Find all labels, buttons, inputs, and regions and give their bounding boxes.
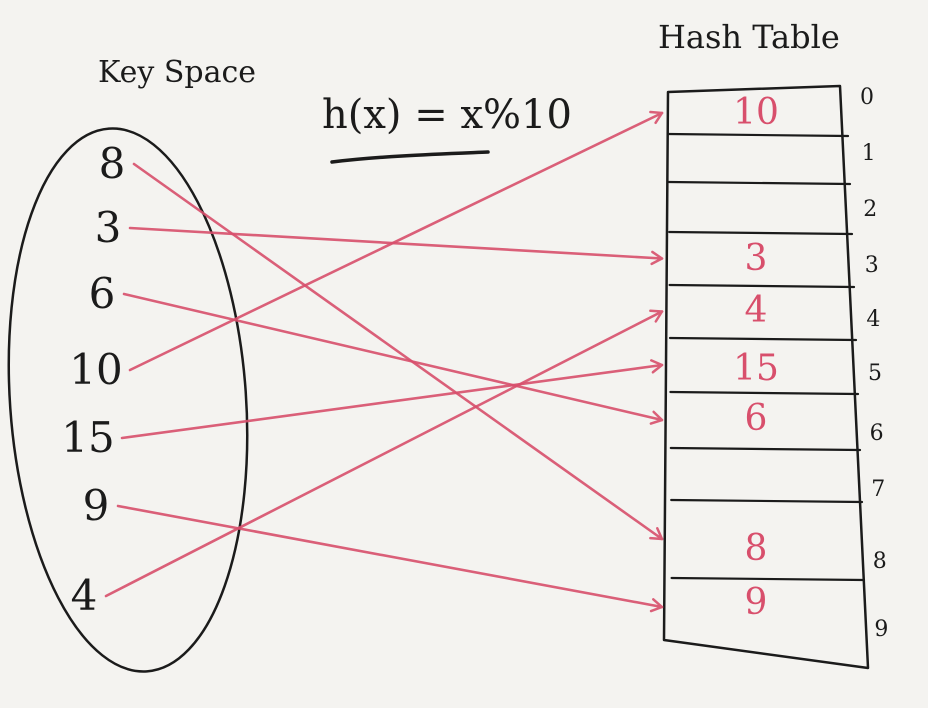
key-4: 4 xyxy=(71,571,98,620)
slot-divider xyxy=(670,498,864,504)
key-10: 10 xyxy=(69,345,122,394)
slot-index-8: 8 xyxy=(873,549,887,574)
slot-divider xyxy=(668,336,858,342)
slot-index-0: 0 xyxy=(860,85,874,110)
hash-function-underline xyxy=(330,150,490,164)
hash-table-box xyxy=(662,84,870,670)
slot-value-3: 3 xyxy=(745,238,768,279)
slot-divider xyxy=(668,230,854,236)
slot-value-4: 4 xyxy=(745,290,768,331)
slot-index-9: 9 xyxy=(874,617,888,642)
slot-index-2: 2 xyxy=(863,197,877,222)
key-space-label: Key Space xyxy=(98,55,256,90)
arrow-8-to-8 xyxy=(132,162,664,541)
slot-index-3: 3 xyxy=(865,253,879,278)
slot-index-4: 4 xyxy=(866,307,880,332)
key-8: 8 xyxy=(99,139,126,188)
arrow-15-to-5 xyxy=(120,359,664,440)
slot-index-6: 6 xyxy=(870,421,884,446)
key-space-ellipse xyxy=(7,127,249,673)
slot-divider xyxy=(668,283,856,289)
slot-value-6: 6 xyxy=(745,398,768,439)
slot-value-8: 8 xyxy=(745,528,768,569)
key-3: 3 xyxy=(95,203,122,252)
arrow-4-to-4 xyxy=(104,309,664,598)
arrow-6-to-6 xyxy=(122,292,664,425)
slot-divider xyxy=(667,132,850,138)
slot-value-0: 10 xyxy=(733,92,779,133)
slot-index-1: 1 xyxy=(862,141,876,166)
slot-divider xyxy=(669,390,860,396)
slot-divider xyxy=(669,446,862,452)
slot-divider xyxy=(667,180,852,186)
arrow-3-to-3 xyxy=(128,226,664,266)
key-15: 15 xyxy=(61,413,114,462)
key-6: 6 xyxy=(89,269,116,318)
slot-index-5: 5 xyxy=(868,361,882,386)
arrow-9-to-9 xyxy=(116,504,664,613)
key-9: 9 xyxy=(83,481,110,530)
slot-value-9: 9 xyxy=(745,582,768,623)
slot-value-5: 15 xyxy=(733,348,779,389)
arrow-10-to-0 xyxy=(128,110,664,372)
slot-index-7: 7 xyxy=(871,477,885,502)
slot-divider xyxy=(670,576,866,582)
hash-table-label: Hash Table xyxy=(658,18,840,56)
hash-function-label: h(x) = x%10 xyxy=(322,92,572,138)
